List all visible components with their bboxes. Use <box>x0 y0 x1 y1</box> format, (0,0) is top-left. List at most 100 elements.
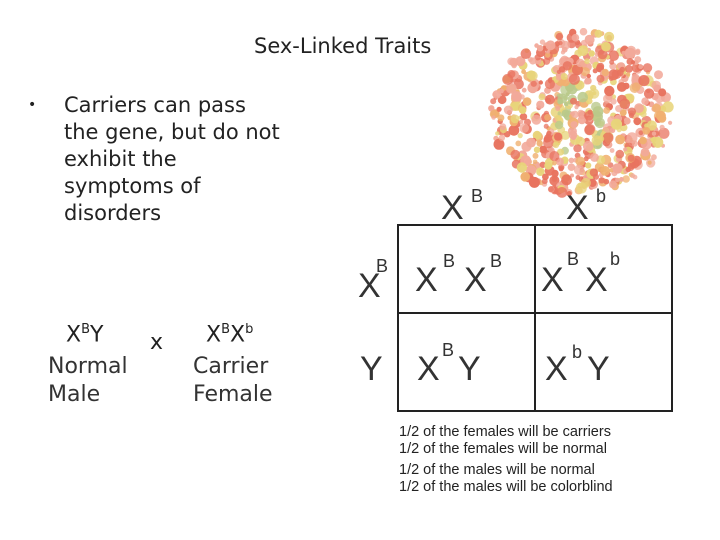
plate-dot <box>554 114 562 122</box>
bullet-marker: • <box>28 97 37 113</box>
plate-dot <box>594 117 606 129</box>
plate-dot <box>583 140 594 152</box>
plate-dot <box>554 120 564 130</box>
plate-dot <box>624 47 636 59</box>
plate-dot <box>624 64 633 73</box>
plate-dot <box>589 168 598 177</box>
svg-text:B: B <box>567 249 579 269</box>
plate-dot <box>651 154 657 161</box>
plate-dot <box>577 109 585 117</box>
plate-dot <box>584 34 595 45</box>
plate-dot <box>536 100 545 109</box>
plate-dot <box>544 78 555 90</box>
plate-dot <box>627 107 636 116</box>
plate-dot <box>585 162 592 169</box>
plate-dot <box>638 64 644 70</box>
plate-dot <box>668 120 673 125</box>
svg-text:X: X <box>464 261 487 299</box>
svg-text:b: b <box>572 342 582 362</box>
plate-dot <box>543 123 549 129</box>
plate-dot <box>528 176 540 188</box>
plate-dot <box>519 94 525 100</box>
plate-dot <box>517 133 523 139</box>
plate-dot <box>631 82 641 92</box>
plate-dot <box>623 117 631 125</box>
plate-dot <box>658 88 667 97</box>
plate-dot <box>497 95 507 105</box>
plate-dot <box>573 164 585 176</box>
plate-dot <box>560 73 568 80</box>
plate-dot <box>584 58 590 65</box>
plate-dot <box>560 50 566 55</box>
plate-dot <box>576 58 585 68</box>
plate-dot <box>619 98 631 110</box>
plate-dot <box>556 187 568 198</box>
svg-text:Y: Y <box>360 350 383 388</box>
plate-dot <box>596 62 605 71</box>
plate-dot <box>534 54 541 61</box>
plate-dot <box>609 180 617 189</box>
plate-dot <box>658 127 670 139</box>
punnett-cell-2-1: X B Y <box>417 340 481 388</box>
svg-text:B: B <box>376 256 388 276</box>
plate-dot <box>544 161 553 170</box>
side-header-2: Y <box>360 350 383 388</box>
plate-dot <box>609 148 615 153</box>
plate-dot <box>659 124 665 130</box>
outcome-line: 1/2 of the females will be carriers <box>399 424 611 440</box>
plate-dot <box>600 166 611 176</box>
svg-text:Y: Y <box>587 350 610 388</box>
plate-dot <box>601 41 611 52</box>
plate-dot <box>640 110 647 118</box>
plate-dot <box>491 115 496 120</box>
plate-dot <box>520 48 532 59</box>
plate-dot <box>634 49 641 56</box>
plate-dot <box>626 58 634 65</box>
plate-dot <box>639 136 647 145</box>
plate-dot <box>488 105 495 112</box>
plate-dot <box>507 70 516 78</box>
male-label: Normal Male <box>48 353 128 409</box>
plate-dot <box>530 80 537 87</box>
svg-text:X: X <box>585 261 608 299</box>
plate-dot <box>604 85 615 97</box>
plate-dot <box>562 61 573 71</box>
plate-dot <box>519 119 524 124</box>
plate-dot <box>490 98 497 105</box>
plate-dot <box>492 90 502 99</box>
punnett-grid <box>397 224 673 412</box>
plate-dot <box>567 163 576 171</box>
plate-dot <box>621 50 626 55</box>
punnett-square: X B X b X B Y X B X B X B X b X B Y X b <box>358 186 673 412</box>
plate-dot <box>519 113 528 121</box>
plate-dot <box>603 178 610 185</box>
plate-dot <box>598 177 605 184</box>
outcome-line: 1/2 of the females will be normal <box>399 441 607 457</box>
plate-dot <box>505 82 517 94</box>
plate-dot <box>536 140 543 147</box>
plate-dot <box>536 45 544 52</box>
plate-dot <box>615 134 625 145</box>
plate-dot <box>552 141 560 149</box>
plate-dot <box>509 57 519 67</box>
plate-dot <box>573 144 582 153</box>
plate-dot <box>580 177 591 188</box>
plate-dot <box>651 131 657 136</box>
female-label: Carrier Female <box>193 353 273 409</box>
plate-dot <box>615 149 625 159</box>
plate-dot <box>568 157 575 164</box>
female-label-line1: Carrier <box>193 354 269 379</box>
plate-dot <box>560 130 570 140</box>
plate-dot <box>516 162 528 173</box>
plate-dot <box>556 69 561 74</box>
plate-dot <box>570 97 577 105</box>
plate-dot <box>584 124 595 136</box>
plate-dot <box>515 140 522 147</box>
plate-dot <box>652 136 664 148</box>
plate-dot <box>590 153 599 162</box>
plate-dot <box>513 101 523 111</box>
plate-dot <box>571 110 579 119</box>
male-label-line1: Normal <box>48 354 128 379</box>
female-genotype: XBXb <box>206 322 254 348</box>
plate-dot <box>641 97 649 105</box>
